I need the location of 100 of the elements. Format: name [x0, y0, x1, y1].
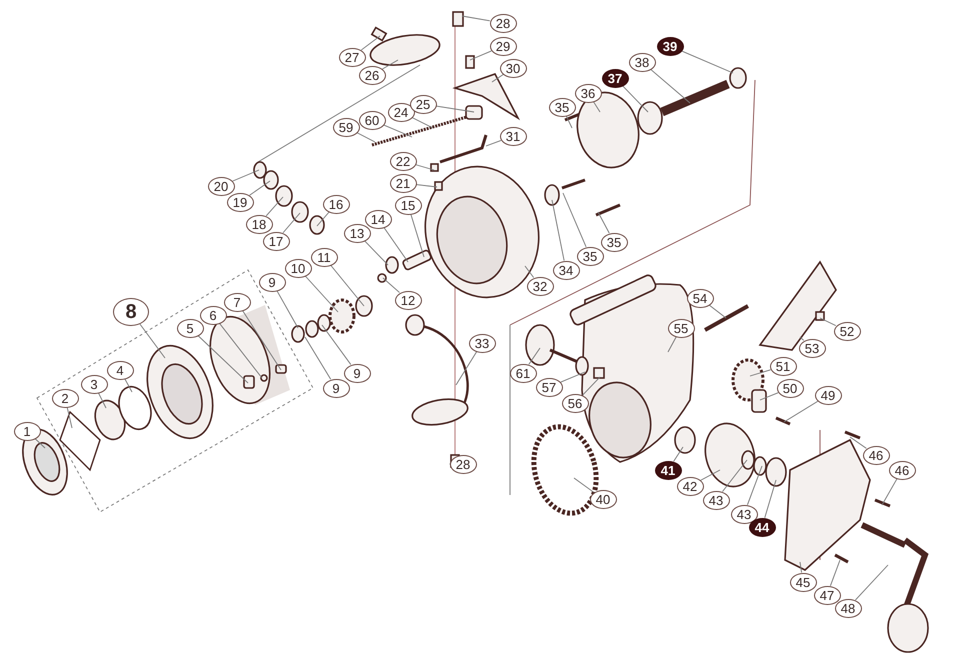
leader-line: [764, 480, 776, 518]
callout-number: 47: [814, 586, 840, 604]
callout-number: 16: [322, 194, 350, 214]
leader-line: [34, 438, 46, 448]
leader-line: [219, 322, 262, 378]
callout-number: 4: [106, 360, 134, 380]
callout-number: 25: [410, 94, 436, 114]
callout-number: 18: [246, 214, 272, 234]
leader-line: [412, 117, 434, 128]
callout-number: 15: [394, 196, 422, 214]
callout-number: 42: [676, 476, 704, 496]
leader-line: [668, 336, 677, 352]
callout-number: 49: [814, 386, 842, 404]
callout-number: 19: [226, 192, 254, 212]
callout-number: 6: [200, 306, 226, 324]
leader-line: [360, 36, 380, 51]
callout-number: 57: [536, 378, 562, 396]
leader-line: [593, 101, 600, 112]
leader-line: [364, 240, 388, 266]
leader-line: [560, 372, 586, 383]
callout-number: 1: [14, 422, 40, 440]
callout-number: 54: [686, 288, 714, 308]
leader-line: [415, 164, 434, 170]
callout-number: 32: [526, 276, 554, 296]
callout-number: 51: [770, 356, 796, 376]
callout-number: 45: [790, 572, 816, 592]
callout-number: 30: [500, 58, 526, 78]
leader-line: [760, 392, 779, 400]
callout-number: 9: [322, 378, 350, 398]
leader-line: [486, 140, 502, 146]
leader-line: [492, 74, 504, 82]
callout-number: 46: [862, 446, 890, 464]
leader-line: [622, 85, 648, 112]
callout-number: 38: [628, 52, 656, 72]
callout-number: 35: [576, 246, 604, 266]
callout-number: 36: [574, 84, 602, 102]
leader-line: [276, 290, 298, 328]
callout-number: 27: [338, 48, 366, 66]
callout-number: 3: [80, 374, 108, 394]
callout-number: 8: [113, 298, 149, 326]
leader-line: [456, 351, 478, 386]
callout-number: 41: [654, 460, 682, 480]
leader-line: [304, 336, 332, 380]
callout-number: 2: [52, 388, 78, 408]
callout-number: 7: [224, 292, 250, 312]
callout-number: 29: [490, 36, 516, 56]
leader-line: [140, 324, 166, 358]
leader-line: [552, 200, 565, 262]
leader-line: [681, 50, 734, 74]
leader-line: [330, 264, 364, 306]
leader-line: [382, 278, 400, 294]
leader-line: [650, 68, 690, 104]
callout-number: 28: [450, 454, 476, 474]
callout-number: 9: [258, 272, 286, 292]
leader-line: [850, 436, 867, 449]
callout-number: 37: [602, 68, 628, 88]
leader-line: [528, 348, 540, 365]
leader-line: [410, 214, 424, 258]
callout-number: 11: [310, 248, 338, 266]
leader-line: [436, 106, 474, 112]
callout-number: 52: [834, 322, 860, 340]
callout-number: 60: [358, 110, 386, 130]
leader-line: [722, 460, 748, 492]
callout-number: 10: [284, 258, 312, 278]
leader-line: [383, 124, 412, 138]
leader-line: [198, 335, 248, 384]
callout-number: 9: [344, 364, 370, 382]
callout-number: 48: [834, 598, 862, 618]
leader-line: [750, 369, 772, 376]
leader-line: [830, 560, 840, 586]
callout-number: 13: [344, 224, 370, 242]
leader-line: [316, 212, 330, 226]
leader-line: [800, 336, 804, 341]
callout-number: 61: [510, 364, 536, 382]
callout-number: 33: [468, 334, 496, 352]
callout-number: 12: [394, 290, 422, 310]
leader-line: [382, 60, 398, 70]
callout-number: 43: [702, 490, 730, 510]
leader-line: [784, 400, 818, 422]
leader-line: [232, 170, 260, 182]
callout-number: 50: [776, 378, 804, 398]
leader-line: [820, 318, 836, 326]
leader-line: [124, 378, 132, 392]
leader-line: [322, 324, 352, 365]
leader-line: [356, 132, 376, 142]
leader-line: [524, 266, 534, 278]
leader-line: [98, 392, 106, 408]
callout-number: 22: [390, 152, 416, 170]
leader-line: [882, 478, 898, 506]
leader-line: [242, 310, 282, 370]
leader-line: [700, 470, 720, 481]
leader-line: [384, 227, 408, 262]
leader-line: [673, 446, 684, 462]
leader-line: [470, 50, 492, 60]
leader-line: [249, 180, 270, 196]
callout-number: 34: [552, 260, 580, 280]
leader-line: [598, 212, 610, 234]
callout-number: 39: [656, 36, 684, 56]
leader-line: [854, 564, 888, 600]
leader-line: [747, 466, 762, 506]
